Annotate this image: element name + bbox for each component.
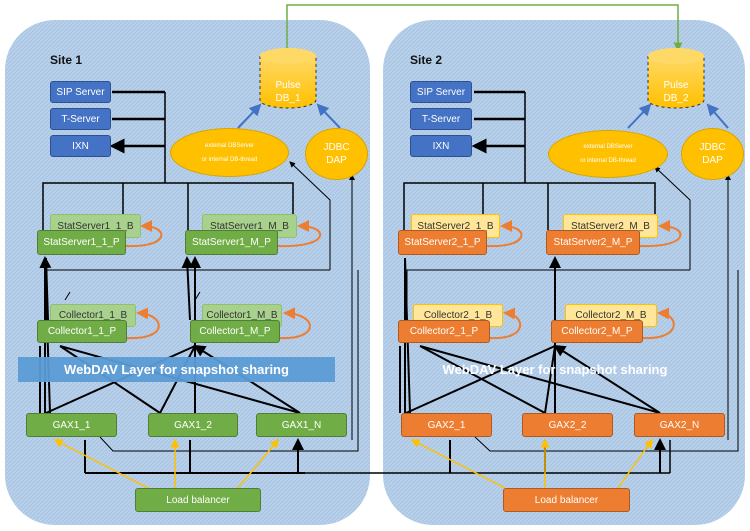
site2-jdbc-dap[interactable]: JDBC DAP <box>681 128 744 180</box>
site2-dbserver[interactable]: external DBServer or internal DB-thread <box>548 130 668 178</box>
site1-dbserver[interactable]: external DBServer or internal DB-thread <box>170 128 289 177</box>
site1-gax-2[interactable]: GAX1_2 <box>148 413 238 437</box>
site1-load-balancer-links <box>53 438 279 489</box>
site2-collector-1-primary[interactable]: Collector2_1_P <box>398 320 490 343</box>
site2-t-server[interactable]: T-Server <box>410 108 472 130</box>
site2-connectors <box>399 90 739 473</box>
site1-load-balancer[interactable]: Load balancer <box>135 488 261 512</box>
site1-collector-1-primary[interactable]: Collector1_1_P <box>37 320 127 343</box>
site2-webdav-layer: WebDAV Layer for snapshot sharing <box>442 362 668 377</box>
site2-gax-1[interactable]: GAX2_1 <box>401 413 492 437</box>
dbserver-line1: external DBServer <box>583 144 633 150</box>
site1-statserver-m-primary[interactable]: StatServer1_M_P <box>185 230 278 255</box>
site1-label: Site 1 <box>50 53 83 67</box>
site1-statserver-1-primary[interactable]: StatServer1_1_P <box>37 230 126 255</box>
db-label-line1: Pulse <box>275 80 301 91</box>
db-label-line2: DB_2 <box>663 93 689 104</box>
jdbc-line1: JDBC <box>699 142 726 153</box>
site2-db-links <box>627 103 729 129</box>
jdbc-line2: DAP <box>326 155 347 166</box>
site1-db-cylinder <box>259 48 317 109</box>
site1-sip-server[interactable]: SIP Server <box>50 81 111 103</box>
site1-jdbc-dap[interactable]: JDBC DAP <box>305 128 368 180</box>
db-replication-link <box>286 4 683 52</box>
site2-statserver-1-primary[interactable]: StatServer2_1_P <box>398 230 487 255</box>
site1-connectors <box>40 90 670 474</box>
site2-db-cylinder <box>647 48 705 109</box>
site1-collector-m-primary[interactable]: Collector1_M_P <box>190 320 280 343</box>
site2-load-balancer[interactable]: Load balancer <box>503 488 630 512</box>
site1-gax-1[interactable]: GAX1_1 <box>26 413 117 437</box>
jdbc-line2: DAP <box>702 155 723 166</box>
site1-replication-arrows <box>125 220 322 340</box>
site1-webdav-layer: WebDAV Layer for snapshot sharing <box>18 357 335 382</box>
dbserver-line2: or internal DB-thread <box>580 158 636 164</box>
site2-gax-2[interactable]: GAX2_2 <box>522 413 613 437</box>
jdbc-line1: JDBC <box>323 142 350 153</box>
site1-gax-n[interactable]: GAX1_N <box>256 413 347 437</box>
site2-replication-arrows <box>486 220 682 340</box>
site2-load-balancer-links <box>410 438 653 489</box>
dbserver-line2: or internal DB-thread <box>201 156 258 163</box>
db-label-line2: DB_1 <box>275 93 301 104</box>
site1-t-server[interactable]: T-Server <box>50 108 111 130</box>
site2-sip-server[interactable]: SIP Server <box>410 81 472 103</box>
site2-statserver-m-primary[interactable]: StatServer2_M_P <box>546 230 640 255</box>
site1-db-links <box>237 103 341 129</box>
site2-gax-n[interactable]: GAX2_N <box>634 413 725 437</box>
site1-ixn[interactable]: IXN <box>50 135 111 157</box>
site2-ixn[interactable]: IXN <box>410 135 472 157</box>
site2-label: Site 2 <box>410 53 443 67</box>
db-label-line1: Pulse <box>663 80 689 91</box>
dbserver-line1: external DBServer <box>204 142 255 149</box>
site2-collector-m-primary[interactable]: Collector2_M_P <box>551 320 643 343</box>
